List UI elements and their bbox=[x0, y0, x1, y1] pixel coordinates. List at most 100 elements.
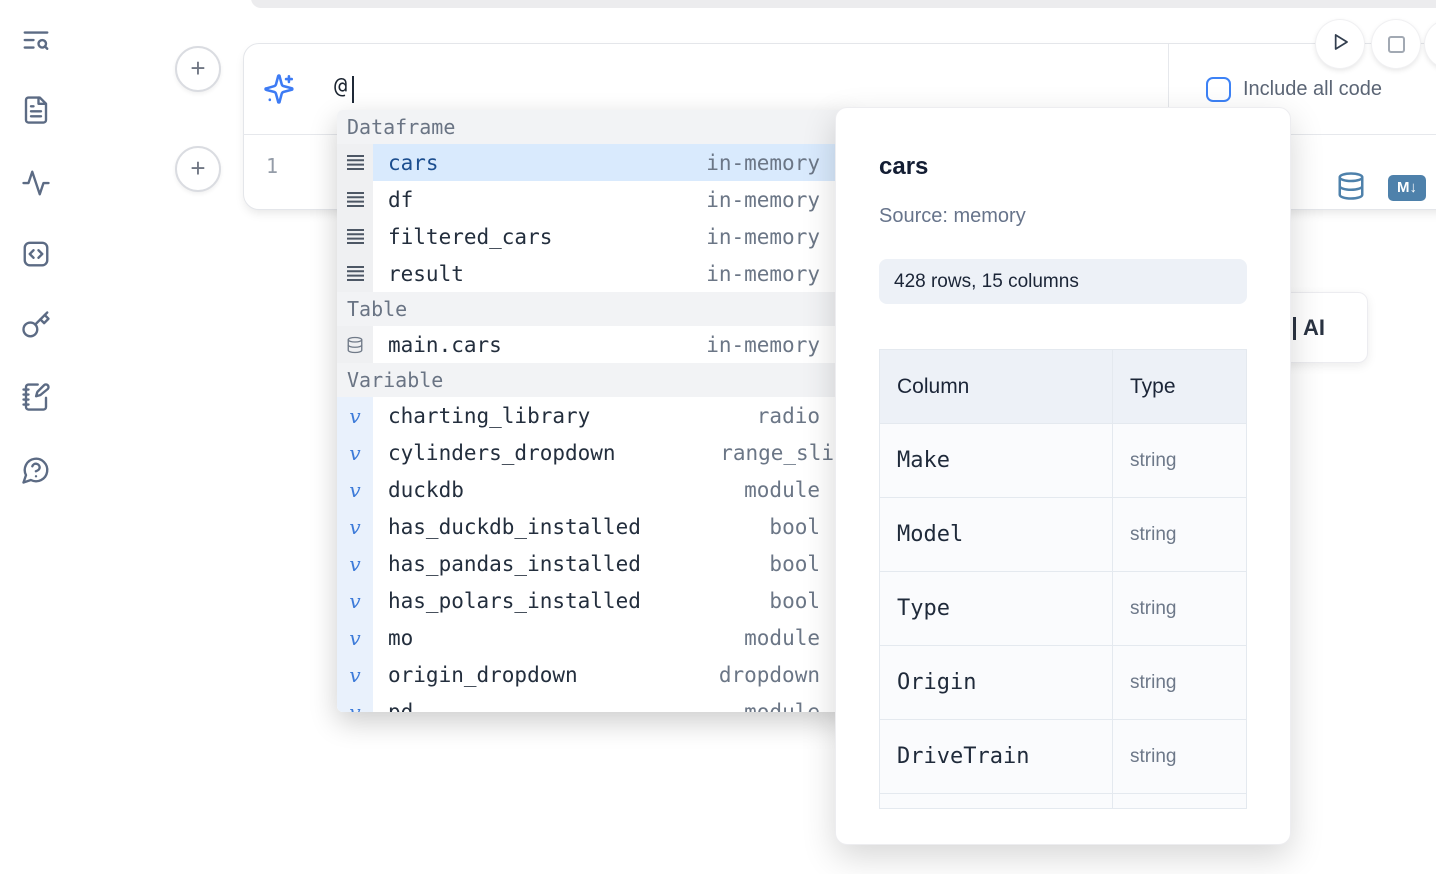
column-name: DriveTrain bbox=[897, 744, 1030, 769]
table-row-partial bbox=[880, 794, 1246, 808]
column-name: Model bbox=[897, 522, 964, 547]
input-divider bbox=[1168, 44, 1169, 134]
autocomplete-item-pd[interactable]: v pd module bbox=[337, 693, 851, 712]
item-type: module bbox=[744, 625, 820, 650]
column-name: Origin bbox=[897, 670, 977, 695]
column-type: string bbox=[1130, 671, 1177, 693]
variable-icon: v bbox=[337, 656, 373, 693]
ai-card-label: AI bbox=[1303, 315, 1325, 340]
dataframe-icon bbox=[337, 144, 373, 181]
dataframe-preview-popup: cars Source: memory 428 rows, 15 columns… bbox=[835, 107, 1291, 845]
item-type: module bbox=[744, 477, 820, 502]
item-label: df bbox=[388, 187, 414, 212]
ai-prompt-input[interactable]: @ bbox=[334, 74, 348, 99]
add-cell-button[interactable]: + bbox=[175, 146, 221, 192]
column-type: string bbox=[1130, 745, 1177, 767]
variable-icon: v bbox=[337, 619, 373, 656]
autocomplete-item-mo[interactable]: v mo module bbox=[337, 619, 851, 656]
extra-toolbar-button[interactable] bbox=[1425, 20, 1436, 68]
variable-icon: v bbox=[337, 582, 373, 619]
include-all-code-label: Include all code bbox=[1243, 78, 1382, 100]
autocomplete-item-has-duckdb-installed[interactable]: v has_duckdb_installed bool bbox=[337, 508, 851, 545]
preview-title: cars bbox=[879, 153, 929, 180]
variable-icon: v bbox=[337, 471, 373, 508]
column-name: Make bbox=[897, 448, 950, 473]
column-type: string bbox=[1130, 449, 1177, 471]
item-label: charting_library bbox=[388, 403, 591, 428]
autocomplete-item-main-cars[interactable]: main.cars in-memory bbox=[337, 326, 851, 363]
text-cursor bbox=[352, 76, 354, 103]
autocomplete-item-has-polars-installed[interactable]: v has_polars_installed bool bbox=[337, 582, 851, 619]
column-header: Column bbox=[897, 374, 970, 398]
item-type: in-memory bbox=[706, 224, 820, 249]
variable-icon: v bbox=[337, 508, 373, 545]
help-chat-icon[interactable] bbox=[21, 455, 51, 485]
sparkles-ai-icon bbox=[262, 72, 296, 111]
item-type: bool bbox=[769, 588, 820, 613]
item-label: duckdb bbox=[388, 477, 464, 502]
column-type: string bbox=[1130, 523, 1177, 545]
stop-cell-button[interactable] bbox=[1372, 20, 1420, 68]
code-square-icon[interactable] bbox=[21, 239, 51, 269]
autocomplete-item-origin-dropdown[interactable]: v origin_dropdown dropdown bbox=[337, 656, 851, 693]
item-label: origin_dropdown bbox=[388, 662, 578, 687]
add-cell-button[interactable]: + bbox=[175, 46, 221, 92]
table-row: Origin string bbox=[880, 646, 1246, 720]
previous-cell-edge bbox=[251, 0, 1436, 8]
item-type: dropdown bbox=[718, 662, 820, 687]
run-cell-button[interactable] bbox=[1316, 20, 1364, 68]
autocomplete-item-filtered-cars[interactable]: filtered_cars in-memory bbox=[337, 218, 851, 255]
table-row: Type string bbox=[880, 572, 1246, 646]
schema-header-row: Column Type bbox=[880, 350, 1246, 424]
autocomplete-dropdown: Dataframe cars in-memory df in-memory fi… bbox=[337, 110, 851, 712]
dataframe-icon bbox=[337, 218, 373, 255]
preview-source: Source: memory bbox=[879, 205, 1026, 227]
item-label: has_duckdb_installed bbox=[388, 514, 641, 539]
file-text-icon[interactable] bbox=[21, 95, 51, 125]
autocomplete-item-cylinders-dropdown[interactable]: v cylinders_dropdown range_sli bbox=[337, 434, 851, 471]
stop-icon bbox=[1387, 35, 1405, 53]
item-type: in-memory bbox=[706, 332, 820, 357]
item-label: cars bbox=[388, 150, 439, 175]
text-search-icon[interactable] bbox=[21, 25, 51, 55]
item-type: radio bbox=[756, 403, 820, 428]
item-type: in-memory bbox=[706, 261, 820, 286]
table-row: Make string bbox=[880, 424, 1246, 498]
autocomplete-item-duckdb[interactable]: v duckdb module bbox=[337, 471, 851, 508]
activity-icon[interactable] bbox=[21, 168, 51, 198]
item-label: filtered_cars bbox=[388, 224, 553, 249]
autocomplete-item-df[interactable]: df in-memory bbox=[337, 181, 851, 218]
database-connect-icon[interactable] bbox=[1336, 170, 1366, 207]
item-type: range_sli bbox=[720, 440, 834, 465]
item-type: bool bbox=[769, 514, 820, 539]
table-row: Model string bbox=[880, 498, 1246, 572]
markdown-convert-icon[interactable]: M↓ bbox=[1388, 175, 1426, 201]
item-label: pd bbox=[388, 699, 414, 713]
item-label: main.cars bbox=[388, 332, 502, 357]
autocomplete-item-has-pandas-installed[interactable]: v has_pandas_installed bool bbox=[337, 545, 851, 582]
autocomplete-item-charting-library[interactable]: v charting_library radio bbox=[337, 397, 851, 434]
item-type: module bbox=[744, 699, 820, 713]
dataframe-icon bbox=[337, 181, 373, 218]
variable-icon: v bbox=[337, 434, 373, 471]
item-label: cylinders_dropdown bbox=[388, 440, 616, 465]
item-label: mo bbox=[388, 625, 414, 650]
key-icon[interactable] bbox=[21, 310, 51, 340]
item-label: has_pandas_installed bbox=[388, 551, 641, 576]
autocomplete-item-cars[interactable]: cars in-memory bbox=[337, 144, 851, 181]
variable-icon: v bbox=[337, 693, 373, 712]
variable-icon: v bbox=[337, 545, 373, 582]
section-header-variable: Variable bbox=[337, 363, 851, 397]
column-name: Type bbox=[897, 596, 950, 621]
notebook-pen-icon[interactable] bbox=[21, 382, 51, 412]
item-label: has_polars_installed bbox=[388, 588, 641, 613]
autocomplete-item-result[interactable]: result in-memory bbox=[337, 255, 851, 292]
database-icon bbox=[337, 326, 373, 363]
item-label: result bbox=[388, 261, 464, 286]
shape-badge: 428 rows, 15 columns bbox=[879, 259, 1247, 304]
include-all-code-checkbox[interactable] bbox=[1206, 77, 1231, 102]
type-header: Type bbox=[1130, 374, 1176, 398]
variable-icon: v bbox=[337, 397, 373, 434]
section-header-dataframe: Dataframe bbox=[337, 110, 851, 144]
